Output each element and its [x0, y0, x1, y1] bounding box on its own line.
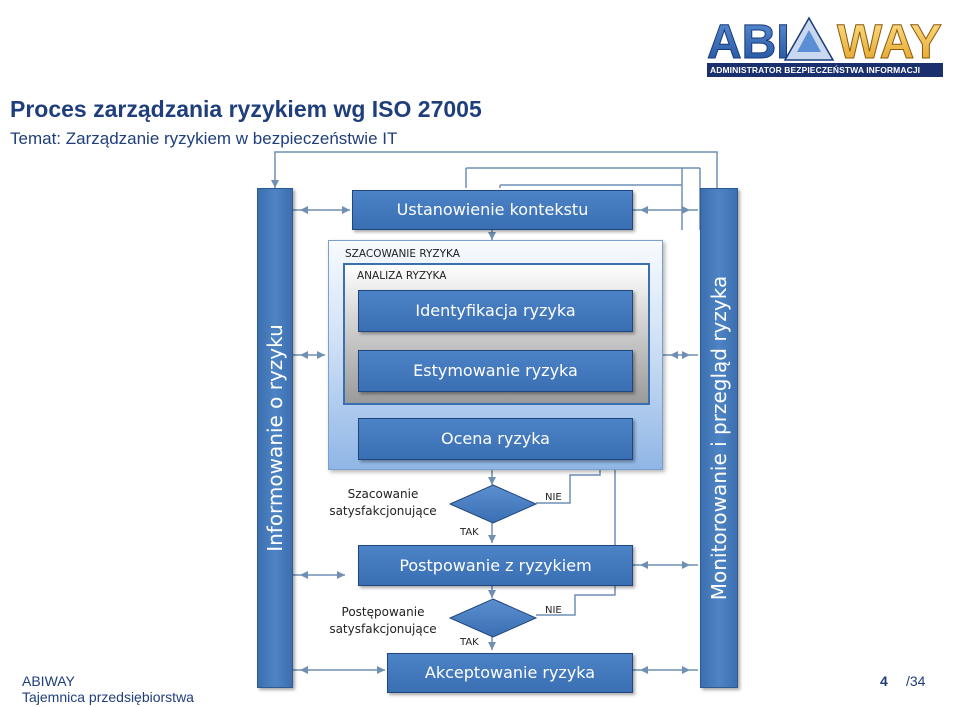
context-box: Ustanowienie kontekstu — [352, 190, 633, 230]
page-title: Proces zarządzania ryzykiem wg ISO 27005 — [10, 96, 482, 122]
decision-1-diamond — [448, 484, 538, 524]
communication-bar-label: Informowanie o ryzyku — [263, 324, 287, 552]
decision-2-label: Postępowanie satysfakcjonujące — [329, 605, 437, 636]
risk-analysis-label: ANALIZA RYZYKA — [357, 270, 447, 282]
decision-1-label: Szacowanie satysfakcjonujące — [329, 487, 437, 518]
acceptance-label: Akceptowanie ryzyka — [424, 663, 596, 682]
evaluation-label: Ocena ryzyka — [441, 429, 550, 448]
decision-2-diamond — [448, 598, 538, 638]
evaluation-box: Ocena ryzyka — [358, 418, 633, 460]
logo-triangle-icon — [783, 16, 835, 61]
identification-label: Identyfikacja ryzyka — [415, 301, 576, 320]
identification-box: Identyfikacja ryzyka — [358, 290, 633, 332]
logo-text-left: ABI — [707, 16, 790, 67]
treatment-label: Postpowanie z ryzykiem — [399, 556, 592, 575]
acceptance-box: Akceptowanie ryzyka — [387, 653, 633, 693]
risk-assessment-label: SZACOWANIE RYZYKA — [345, 248, 460, 260]
footer-confidential: Tajemnica przedsiębiorstwa — [22, 689, 194, 705]
page-subtitle: Temat: Zarządzanie ryzykiem w bezpieczeń… — [10, 129, 398, 148]
decision-1-no: NIE — [545, 492, 562, 503]
context-label: Ustanowienie kontekstu — [396, 200, 589, 219]
monitoring-bar: Monitorowanie i przegląd ryzyka — [700, 188, 738, 688]
decision-2-yes: TAK — [460, 637, 479, 648]
abiway-logo: ABI WAY — [705, 12, 945, 82]
logo-tagline: ADMINISTRATOR BEZPIECZEŃSTWA INFORMACJI — [707, 63, 943, 77]
estimation-box: Estymowanie ryzyka — [358, 350, 633, 392]
logo-text-right: WAY — [837, 16, 942, 67]
page-total: /34 — [906, 673, 926, 689]
page-number: 4 — [880, 673, 888, 689]
decision-2-no: NIE — [545, 605, 562, 616]
communication-bar: Informowanie o ryzyku — [257, 188, 293, 688]
decision-1-yes: TAK — [460, 527, 479, 538]
monitoring-bar-label: Monitorowanie i przegląd ryzyka — [707, 275, 731, 601]
treatment-box: Postpowanie z ryzykiem — [358, 545, 633, 586]
footer-brand: ABIWAY — [22, 673, 75, 689]
estimation-label: Estymowanie ryzyka — [413, 361, 578, 380]
